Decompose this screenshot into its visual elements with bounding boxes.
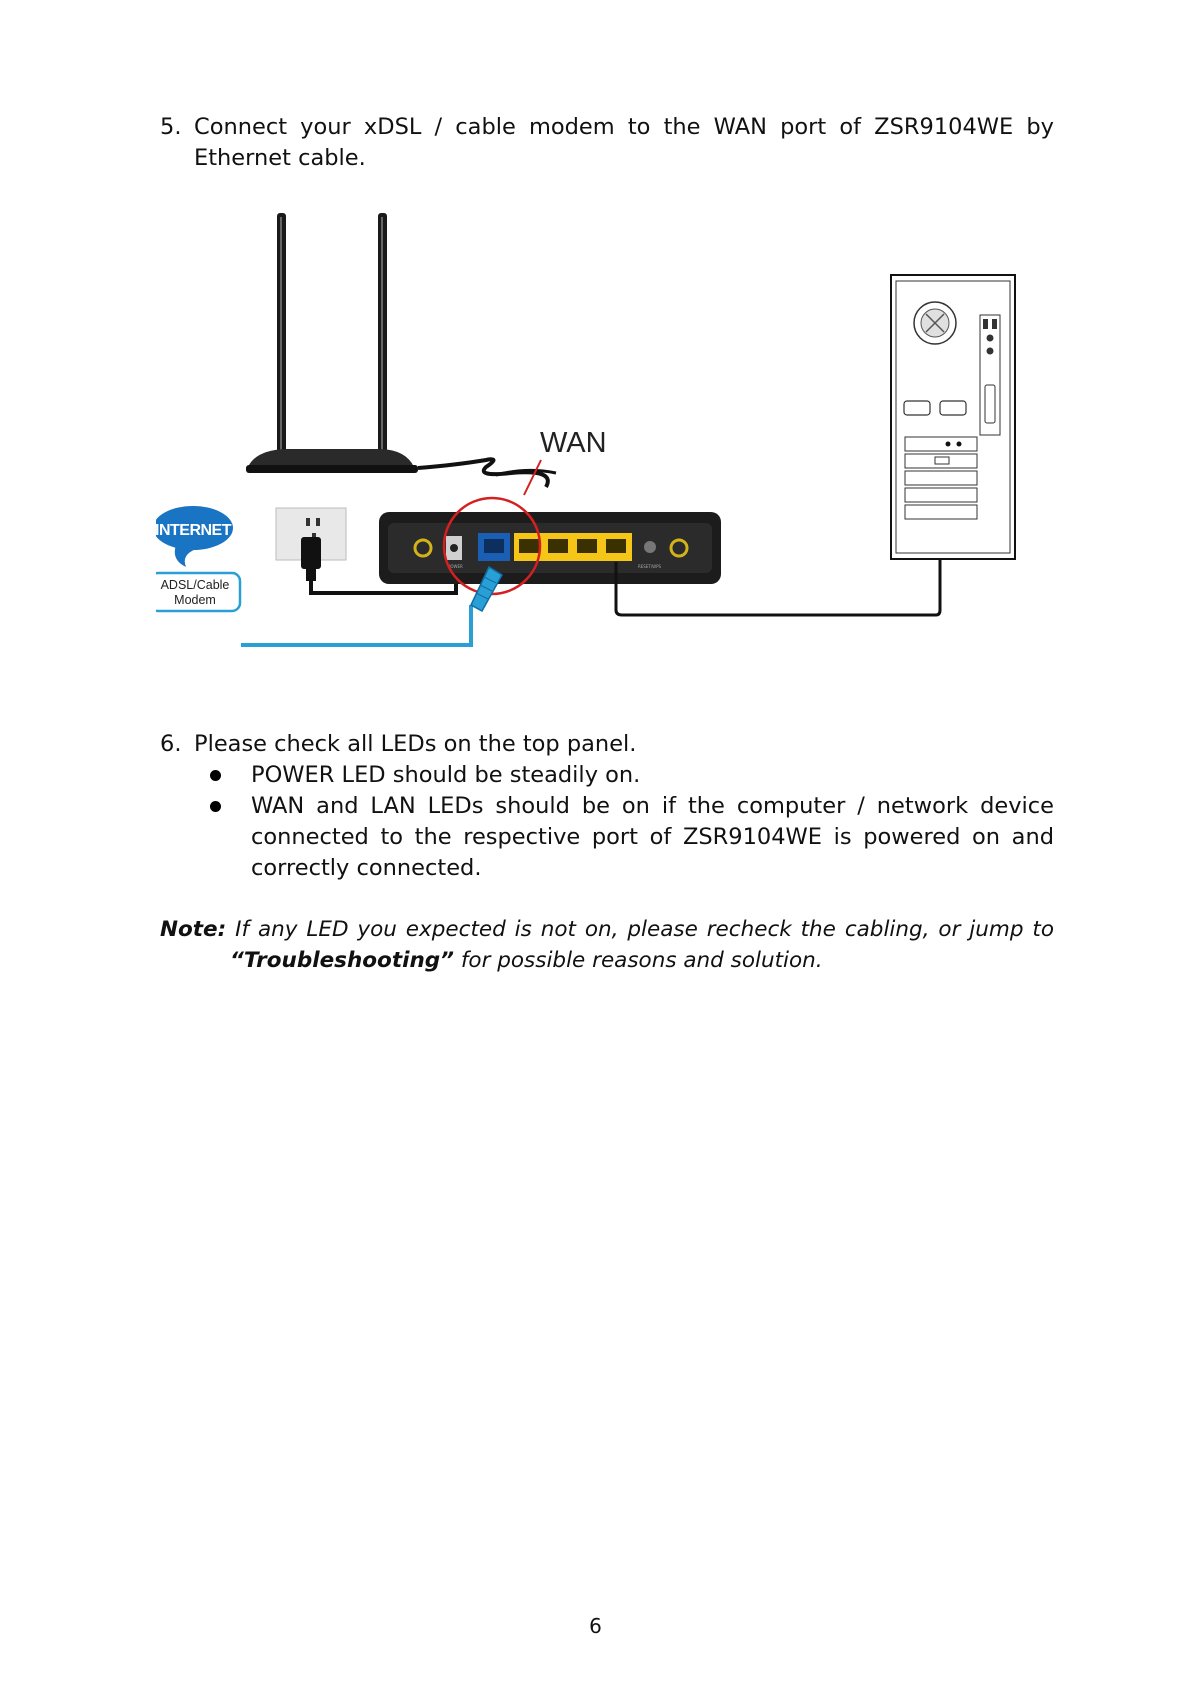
troubleshooting-reference: “Troubleshooting” xyxy=(230,948,455,973)
list-item-text: POWER LED should be steadily on. xyxy=(251,762,641,788)
step-6: 6. Please check all LEDs on the top pane… xyxy=(160,729,1054,760)
router-antennas xyxy=(246,213,418,473)
power-outlet xyxy=(275,507,347,581)
note-text-after: for possible reasons and solution. xyxy=(454,948,823,973)
modem-label-line1: ADSL/Cable xyxy=(161,578,230,592)
connection-diagram: WAN xyxy=(156,213,1016,647)
wan-label: WAN xyxy=(540,427,607,459)
list-item: POWER LED should be steadily on. xyxy=(160,760,1054,791)
modem-box: ADSL/Cable Modem xyxy=(156,571,242,613)
blue-ethernet-cable xyxy=(241,565,504,647)
step-5-number: 5. xyxy=(160,114,182,140)
step-5-text: Connect your xDSL / cable modem to the W… xyxy=(194,114,1054,171)
page-number: 6 xyxy=(589,1614,602,1638)
bullet-dot-icon xyxy=(210,770,221,781)
list-item: WAN and LAN LEDs should be on if the com… xyxy=(160,791,1054,884)
step-5: 5. Connect your xDSL / cable modem to th… xyxy=(160,112,1054,174)
internet-bubble: INTERNET xyxy=(156,506,233,567)
power-cord xyxy=(309,578,458,595)
computer-tower xyxy=(890,274,1016,560)
step-6-number: 6. xyxy=(160,731,182,757)
modem-label-line2: Modem xyxy=(174,593,216,607)
lan-cable xyxy=(614,527,942,617)
bullet-dot-icon xyxy=(210,801,221,812)
router-port-label-power: POWER xyxy=(448,564,463,569)
antenna-cable xyxy=(417,457,550,488)
list-item-text: WAN and LAN LEDs should be on if the com… xyxy=(251,793,1054,881)
note: Note: If any LED you expected is not on,… xyxy=(160,914,1054,976)
internet-label: INTERNET xyxy=(156,522,232,539)
note-text-before: If any LED you expected is not on, pleas… xyxy=(226,917,1054,942)
router-port-label-reset: RESET/WPS xyxy=(638,564,662,569)
router-rear-panel: POWER RESET/WPS xyxy=(379,512,721,584)
note-label: Note: xyxy=(160,917,227,942)
led-checklist: POWER LED should be steadily on. WAN and… xyxy=(160,760,1054,884)
step-6-text: Please check all LEDs on the top panel. xyxy=(194,731,637,757)
